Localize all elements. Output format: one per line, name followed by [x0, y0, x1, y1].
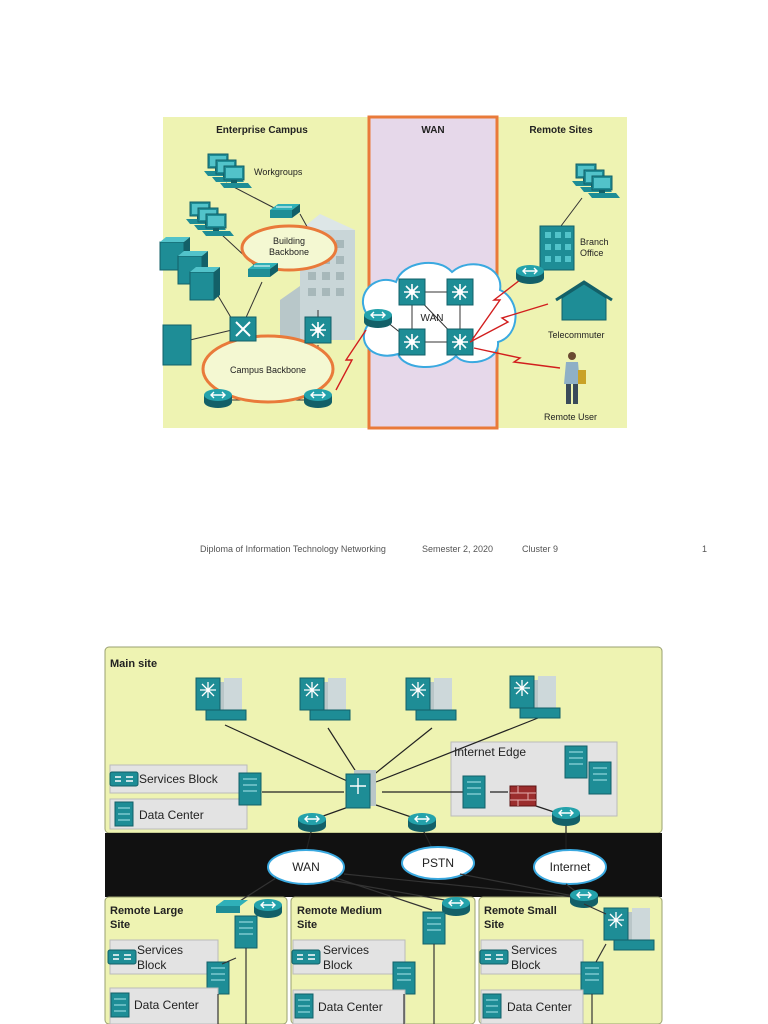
edge-switch-icon — [462, 775, 486, 809]
data-center-label: Data Center — [507, 1000, 572, 1014]
router-icon — [515, 264, 545, 285]
wan-cloud-label: WAN — [292, 860, 320, 874]
remote-small-title-2: Site — [484, 919, 504, 931]
internet-cloud-label: Internet — [550, 860, 591, 874]
internet-edge-label: Internet Edge — [454, 745, 526, 759]
main-site-title: Main site — [110, 658, 157, 670]
services-block-icon — [109, 771, 139, 787]
zone-title-wan: WAN — [421, 125, 444, 136]
wan-cloud — [267, 849, 345, 885]
data-center-icon — [110, 992, 130, 1018]
remote-large-title-1: Remote Large — [110, 905, 183, 917]
services-block-label-2: Block — [137, 958, 167, 972]
router-icon — [441, 896, 471, 917]
services-block-label: Services Block — [139, 772, 219, 786]
remote-large-title-2: Site — [110, 919, 130, 931]
wan-switch-icon — [446, 328, 474, 356]
remote-small-title-1: Remote Small — [484, 905, 557, 917]
services-block-label-2: Block — [511, 958, 541, 972]
router-icon — [363, 308, 393, 329]
services-block-icon — [291, 949, 321, 965]
branch-office-label-2: Office — [580, 248, 603, 258]
remote-medium-title-1: Remote Medium — [297, 905, 382, 917]
remote-medium-title-2: Site — [297, 919, 317, 931]
data-center-label: Data Center — [134, 998, 199, 1012]
services-block-label-1: Services — [323, 943, 369, 957]
server-icon — [588, 761, 612, 795]
router-icon — [569, 888, 599, 909]
zone-title-remote: Remote Sites — [529, 125, 593, 136]
distribution-switch-icon — [422, 911, 446, 945]
atm-switch-icon — [229, 316, 257, 342]
footer-page-number: 1 — [702, 544, 708, 554]
zone-title-campus: Enterprise Campus — [216, 125, 308, 136]
switch-icon — [216, 900, 248, 913]
remote-user-label: Remote User — [544, 412, 597, 422]
services-block-label-2: Block — [323, 958, 353, 972]
wan-router-icon — [297, 812, 327, 833]
firewall-icon — [509, 785, 537, 807]
campus-backbone-label: Campus Backbone — [230, 365, 306, 375]
telecommuter-label: Telecommuter — [548, 330, 605, 340]
house-icon — [555, 280, 613, 321]
pstn-cloud-label: PSTN — [422, 856, 454, 870]
server-icon — [162, 324, 192, 366]
data-center-icon — [114, 801, 134, 827]
data-center-icon — [482, 993, 502, 1019]
wan-switch-icon — [398, 278, 426, 306]
data-center-label: Data Center — [139, 808, 204, 822]
data-center-label: Data Center — [318, 1000, 383, 1014]
serial-link — [335, 279, 561, 391]
services-block-icon — [479, 949, 509, 965]
footer-course: Diploma of Information Technology Networ… — [200, 544, 386, 554]
distribution-switch-icon — [238, 772, 262, 806]
multilayer-switch-icon — [304, 316, 332, 344]
server-icon — [564, 745, 588, 779]
campus-backbone-ring — [201, 334, 335, 404]
core-switch-icon — [345, 770, 376, 809]
services-block-icon — [107, 949, 137, 965]
access-switch-icon — [392, 961, 416, 995]
wan-cloud-label: WAN — [421, 313, 444, 324]
access-switch-icon — [580, 961, 604, 995]
building-backbone-label-1: Building — [273, 236, 305, 246]
footer-cluster: Cluster 9 — [522, 544, 559, 554]
internet-cloud — [533, 849, 607, 885]
router-icon — [203, 388, 233, 409]
services-block-label-1: Services — [137, 943, 183, 957]
enterprise-architecture-diagram: Enterprise Campus WAN Remote Sites Build… — [159, 115, 627, 430]
wan-switch-icon — [446, 278, 474, 306]
campus-wan-topology-diagram: Main site Internet Edge Services Block D… — [104, 646, 663, 1024]
branch-office-building-icon — [539, 225, 575, 271]
pstn-router-icon — [407, 812, 437, 833]
building-backbone-label-2: Backbone — [269, 247, 309, 257]
distribution-switch-icon — [234, 915, 258, 949]
pstn-cloud — [401, 846, 475, 880]
branch-office-label-1: Branch — [580, 237, 609, 247]
router-icon — [253, 898, 283, 919]
building-backbone-ring — [240, 224, 338, 272]
internet-router-icon — [551, 806, 581, 827]
workgroups-label: Workgroups — [254, 167, 303, 177]
remote-user-icon — [564, 352, 586, 404]
router-icon — [303, 388, 333, 409]
services-block-label-1: Services — [511, 943, 557, 957]
data-center-icon — [294, 993, 314, 1019]
wan-switch-icon — [398, 328, 426, 356]
footer-semester: Semester 2, 2020 — [422, 544, 494, 554]
